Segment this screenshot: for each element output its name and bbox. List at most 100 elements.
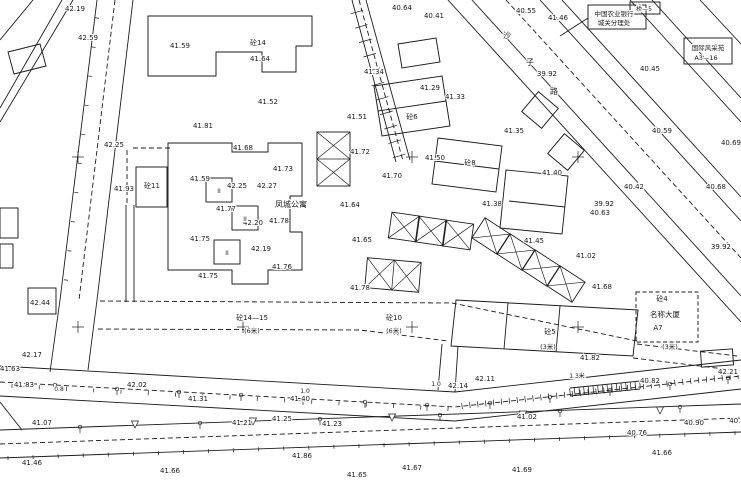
spot-elevation-label: 40.90 bbox=[684, 419, 704, 427]
road-edge bbox=[699, 0, 741, 45]
spot-elevation-label: 42.17 bbox=[22, 351, 42, 359]
spot-elevation-label: 42.59 bbox=[78, 34, 98, 42]
structure-mark: II bbox=[217, 188, 221, 195]
building-rect bbox=[699, 348, 735, 368]
spot-elevation-label: 41.33 bbox=[445, 93, 465, 101]
x-braced-building bbox=[441, 219, 475, 251]
lane-edge bbox=[454, 345, 459, 393]
spot-elevation-label: 41.29 bbox=[420, 84, 440, 92]
spot-elevation-label: 40.7 bbox=[729, 417, 741, 425]
street-lamp-icon bbox=[557, 408, 563, 417]
road-width-label: (3米) bbox=[540, 342, 556, 351]
spot-elevation-label: 41.65 bbox=[352, 236, 372, 244]
street-lamp-icon bbox=[317, 416, 323, 425]
spot-elevation-label: 42.44 bbox=[30, 299, 51, 307]
path-edge bbox=[351, 0, 397, 163]
road-centerline bbox=[78, 0, 116, 301]
annotation-box bbox=[683, 37, 733, 65]
street-lamp-icon bbox=[437, 412, 443, 421]
street-lamp-icon bbox=[52, 382, 58, 391]
spot-elevation-label: 41.67 bbox=[402, 464, 422, 472]
grid-cross bbox=[406, 321, 418, 333]
annotation-label: 城关分理处 bbox=[598, 18, 631, 27]
building-divider bbox=[508, 200, 566, 208]
spot-elevation-label: 41.50 bbox=[425, 154, 445, 162]
spot-elevation-label: 42.25 bbox=[227, 182, 247, 190]
spot-elevation-label: 42.25 bbox=[104, 141, 124, 149]
building-divider bbox=[555, 305, 561, 353]
building-storey-label: 砼14—15 bbox=[236, 313, 268, 322]
grid-cross bbox=[406, 151, 418, 163]
spot-elevation-label: 41.68 bbox=[592, 283, 612, 291]
building-rect bbox=[0, 207, 19, 239]
road-edge bbox=[0, 0, 63, 109]
road-edge bbox=[651, 0, 741, 99]
spot-elevation-label: 41.86 bbox=[292, 452, 313, 460]
spot-elevation-label: 41.31 bbox=[188, 395, 208, 403]
building-outline bbox=[431, 137, 503, 193]
building-divider bbox=[434, 160, 500, 170]
wall-edge bbox=[569, 380, 641, 389]
spot-elevation-label: 42.27 bbox=[257, 182, 277, 190]
flow-arrow-icon bbox=[518, 410, 528, 419]
building-storey-label: 砼11 bbox=[144, 181, 160, 190]
building-rect bbox=[231, 205, 259, 231]
x-braced-building bbox=[546, 265, 586, 303]
spot-elevation-label: 41.25 bbox=[272, 415, 292, 423]
spot-elevation-label: 40.63 bbox=[590, 209, 610, 217]
flow-arrow-icon bbox=[248, 417, 258, 426]
building-outline bbox=[167, 142, 303, 285]
x-braced-building bbox=[414, 215, 448, 247]
road-edge bbox=[0, 0, 34, 41]
spot-elevation-label: 41.76 bbox=[272, 263, 293, 271]
building-rect bbox=[213, 239, 241, 265]
road-width-label: (3米) bbox=[662, 342, 678, 351]
spot-elevation-label: 41.69 bbox=[512, 466, 532, 474]
building-storey-label: 砼4 bbox=[656, 294, 668, 303]
spot-elevation-label: 42.11 bbox=[475, 375, 495, 383]
measure-label: 1.0 bbox=[431, 381, 441, 388]
spot-elevation-label: 40.59 bbox=[652, 127, 672, 135]
spot-elevation-label: 40.69 bbox=[721, 139, 741, 147]
spot-elevation-label: 41.59 bbox=[170, 42, 190, 50]
path-centerline bbox=[358, 0, 404, 162]
leader-line bbox=[559, 17, 589, 37]
road-name-label: 沙 bbox=[503, 31, 511, 40]
spot-elevation-label: 41.63 bbox=[0, 365, 20, 373]
spot-elevation-label: 41.64 bbox=[340, 201, 361, 209]
spot-elevation-label: 42.19 bbox=[251, 245, 271, 253]
parcel-boundary bbox=[99, 300, 453, 304]
street-lamp-icon bbox=[487, 400, 493, 409]
building-outline bbox=[7, 43, 47, 75]
grid-cross bbox=[72, 151, 84, 163]
street-lamp-icon bbox=[114, 386, 120, 395]
street-lamp-icon bbox=[362, 399, 368, 408]
spot-elevation-label: 40.76 bbox=[627, 429, 648, 437]
spot-elevation-label: 41.40 bbox=[290, 395, 310, 403]
street-lamp-icon bbox=[547, 394, 553, 403]
parcel-boundary bbox=[97, 328, 449, 342]
spot-elevation-label: 41.46 bbox=[22, 459, 43, 467]
spot-elevation-label: 40.82 bbox=[640, 377, 660, 385]
spot-elevation-label: 41.66 bbox=[652, 449, 673, 457]
spot-elevation-label: 41.38 bbox=[482, 200, 502, 208]
path-edge bbox=[365, 0, 411, 161]
grid-cross bbox=[237, 321, 249, 333]
spot-elevation-label: 42.14 bbox=[448, 382, 469, 390]
road-edge bbox=[49, 0, 98, 373]
spot-elevation-label: 41.34 bbox=[364, 68, 385, 76]
spot-elevation-label: 41.65 bbox=[347, 471, 367, 479]
spot-elevation-label: 41.75 bbox=[190, 235, 210, 243]
measure-label: 1.0 bbox=[300, 388, 310, 395]
building-storey-label: 砼10 bbox=[386, 313, 402, 322]
street-lamp-icon bbox=[176, 389, 182, 398]
structure-mark: II bbox=[225, 250, 229, 257]
street-centerline bbox=[0, 417, 741, 445]
street-lamp-icon bbox=[197, 420, 203, 429]
parcel-boundary bbox=[636, 343, 738, 357]
spot-elevation-label: 40.45 bbox=[640, 65, 660, 73]
spot-elevation-label: 41.72 bbox=[350, 148, 370, 156]
annotation-box bbox=[629, 1, 661, 15]
grid-cross bbox=[572, 151, 584, 163]
